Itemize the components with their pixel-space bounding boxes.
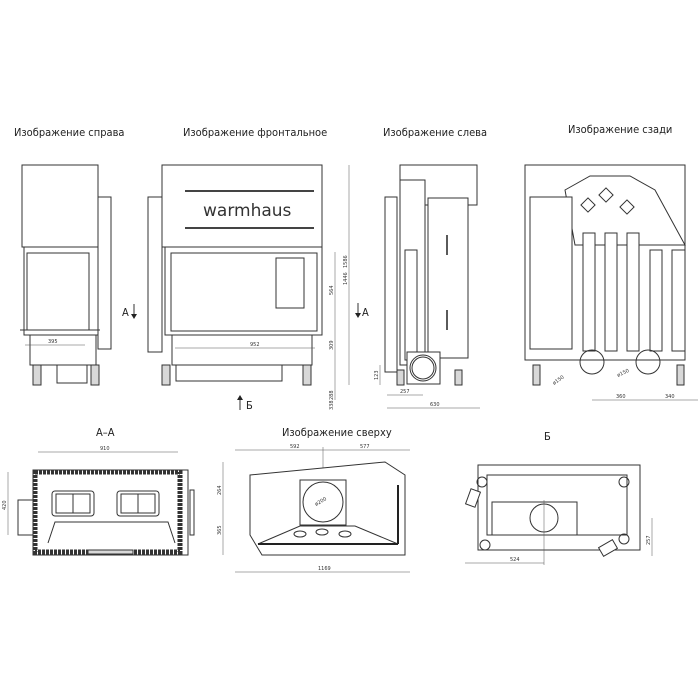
front-view-title: Изображение фронтальное [183,126,327,139]
top-left-dim: 592 [290,444,300,450]
left-side-view: Изображение слева 123 257 630 [374,126,487,409]
top-total-dim: 1169 [318,566,331,572]
rear-view-title: Изображение сзади [568,123,672,136]
left-depth-dim: 630 [430,402,440,408]
left-view-title: Изображение слева [383,126,487,139]
section-a-marker-right: А [355,303,369,319]
front-total-max-dim: 1586 [343,255,349,268]
rear-dia1-dim: ø150 [552,374,566,386]
right-width-dim: 395 [48,339,58,345]
front-legs-min-dim: 338 [329,400,335,410]
right-view-title: Изображение справа [14,126,124,139]
view-b-marker: Б [237,395,253,412]
rear-view: Изображение сзади ø150 ø150 360 340 [524,123,698,401]
view-b-label: Б [246,399,253,412]
rear-dim-b: 340 [665,394,675,400]
section-width-dim: 910 [100,446,110,452]
section-a-a: А–А 910 420 [2,426,195,556]
left-height-dim: 123 [374,370,380,380]
bottom-view-b: Б 524 257 [464,430,653,565]
front-width-dim: 952 [250,342,260,348]
top-upper-dim: 264 [217,485,223,495]
rear-dim-a: 360 [616,394,626,400]
front-view: Изображение фронтальное warmhaus 952 564… [147,126,350,410]
bottom-offset-dim: 524 [510,557,520,563]
front-glass-height-dim: 564 [329,285,335,295]
front-total-dim: 1446 [343,272,349,285]
front-legs-max-dim: 288 [329,390,335,400]
section-view-title: А–А [96,426,115,439]
section-a-label: А [122,306,129,319]
top-view-title: Изображение сверху [282,426,392,439]
right-side-view: Изображение справа 395 [14,126,124,386]
top-flue-dim: ø200 [314,496,328,508]
section-a-label-right: А [362,306,369,319]
section-depth-dim: 420 [2,500,8,510]
bottom-height-dim: 257 [646,535,652,545]
top-right-dim: 577 [360,444,370,450]
top-view: Изображение сверху 592 577 1169 264 365 … [217,426,410,573]
rear-dia2-dim: ø150 [616,368,630,379]
brand-logo: warmhaus [203,201,292,221]
top-lower-dim: 365 [217,525,223,535]
bottom-view-title: Б [544,430,551,443]
front-base-dim: 309 [329,340,335,350]
section-a-marker-left: А [122,304,137,319]
left-offset-dim: 257 [400,389,410,395]
